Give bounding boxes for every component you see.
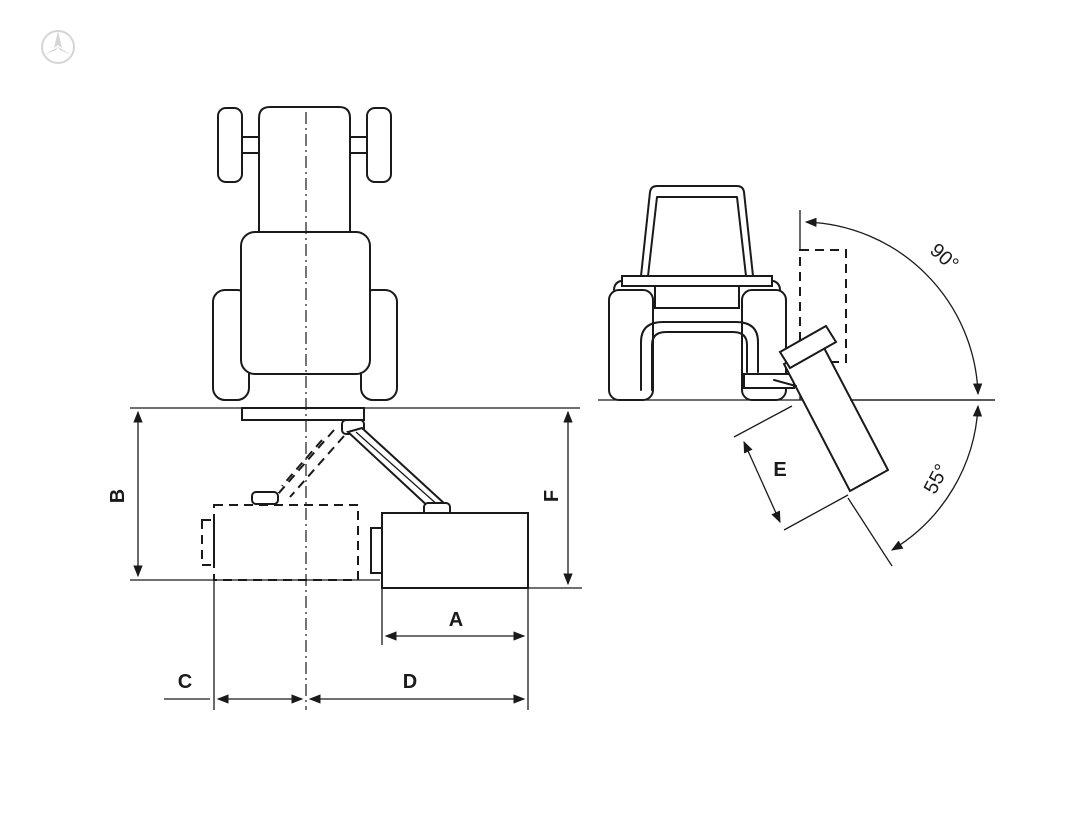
mower-tilted-position — [773, 324, 890, 493]
mercedes-star-icon — [41, 30, 75, 64]
front-right-wheel — [366, 107, 392, 183]
label-a: A — [449, 609, 463, 631]
mower-head-retracted — [201, 504, 359, 581]
mower-arm — [341, 419, 451, 518]
tractor-top-view — [212, 106, 398, 421]
label-e: E — [773, 459, 786, 481]
rear-mount-bar — [241, 407, 365, 421]
label-angle-90: 90° — [925, 239, 962, 276]
dimension-e-arrow — [743, 440, 781, 524]
label-f: F — [541, 490, 563, 502]
mower-head-extended — [370, 512, 529, 589]
label-angle-55: 55° — [920, 461, 954, 498]
tractor-rear-view — [598, 185, 995, 401]
angle-arc-90 — [804, 217, 983, 396]
mower-arm-retracted — [251, 429, 345, 505]
label-d: D — [403, 671, 417, 693]
label-b: B — [107, 489, 129, 503]
angle-arc-55 — [890, 404, 983, 551]
label-c: C — [178, 671, 192, 693]
tractor-hood — [258, 106, 351, 232]
front-left-wheel — [217, 107, 243, 183]
